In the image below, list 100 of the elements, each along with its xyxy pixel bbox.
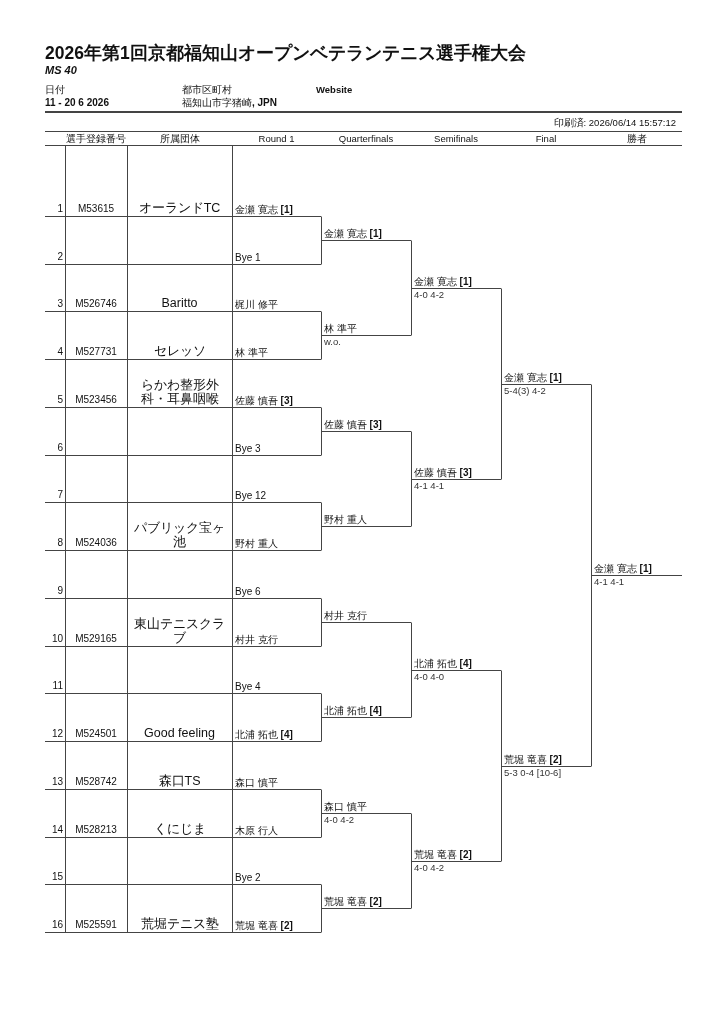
date-text: 11 - 20 6 2026: [45, 97, 109, 109]
row-number: 7: [57, 489, 63, 501]
club-name: 森口TS: [158, 774, 201, 788]
field-label: 日付: [45, 85, 65, 95]
row-number: 3: [57, 298, 63, 310]
bracket-slot: [232, 729, 321, 742]
bracket-slot: [232, 825, 321, 838]
row-number: 1: [57, 203, 63, 215]
row-number: 8: [57, 537, 63, 549]
player-name: 木原 行人: [235, 825, 278, 837]
player-name: 金瀬 寛志 [1]: [594, 563, 652, 575]
bracket-slot: [321, 896, 411, 909]
registration-number: M527731: [75, 346, 117, 358]
player-name: 北浦 拓也 [4]: [414, 658, 472, 670]
player-name: 村井 克行: [235, 634, 278, 646]
club-name: オーランドTC: [138, 201, 221, 215]
row-number: 13: [51, 776, 63, 788]
row-number: 15: [51, 871, 63, 883]
bracket-slot: [232, 920, 321, 933]
bracket-connector: [321, 526, 322, 551]
registration-number: M526746: [75, 298, 117, 310]
match-score: 4-0 4-2: [414, 862, 445, 873]
registration-number: M529165: [75, 633, 117, 645]
row-number: 14: [51, 824, 63, 836]
column-header: Final: [535, 133, 557, 144]
player-name: 金瀬 寛志 [1]: [414, 276, 472, 288]
row-number: 4: [57, 346, 63, 358]
row-number: 10: [51, 633, 63, 645]
club-name: 東山テニスクラブ: [133, 617, 226, 645]
player-name: 野村 重人: [235, 538, 278, 550]
bracket-slot: [321, 705, 411, 718]
player-name: Bye 4: [235, 681, 261, 693]
bracket-connector: [321, 431, 322, 456]
player-name: 佐藤 慎吾 [3]: [235, 395, 293, 407]
player-name: Bye 3: [235, 443, 261, 455]
player-name: 北浦 拓也 [4]: [324, 705, 382, 717]
club-name: らかわ整形外科・耳鼻咽喉: [139, 378, 220, 406]
row-number: 12: [51, 728, 63, 740]
player-name: Bye 12: [235, 490, 267, 502]
row-number: 9: [57, 585, 63, 597]
column-header: Semifinals: [434, 133, 478, 144]
match-score: 5-3 0-4 [10-6]: [504, 767, 562, 778]
player-name: 荒堀 竜喜 [2]: [235, 920, 293, 932]
player-name: 野村 重人: [324, 514, 367, 526]
player-name: 金瀬 寛志 [1]: [235, 204, 293, 216]
bracket-connector: [321, 240, 322, 265]
club-name: Good feeling: [144, 726, 215, 740]
location-text: 福知山市字猪崎, JPN: [182, 97, 277, 109]
match-score: 5-4(3) 4-2: [504, 385, 546, 396]
bracket-slot: [321, 514, 411, 527]
match-score: 4-0 4-2: [414, 289, 445, 300]
player-name: 荒堀 竜喜 [2]: [504, 754, 562, 766]
column-header: 勝者: [626, 133, 647, 144]
registration-number: M524501: [75, 728, 117, 740]
club-name: パブリック宝ヶ池: [133, 521, 226, 549]
player-name: 金瀬 寛志 [1]: [324, 228, 382, 240]
bracket-slot: [232, 634, 321, 647]
player-name: 村井 克行: [324, 610, 367, 622]
row-number: 11: [52, 680, 63, 692]
row-number: 5: [57, 394, 63, 406]
bracket-connector: [321, 622, 322, 647]
title: 2026年第1回京都福知山オープンベテランテニス選手権大会: [45, 43, 526, 63]
player-name: 佐藤 慎吾 [3]: [324, 419, 382, 431]
player-name: 林 準平: [235, 347, 268, 359]
bracket-slot: [232, 252, 321, 265]
bracket-connector: [321, 908, 322, 933]
bracket-slot: [232, 538, 321, 551]
player-name: 荒堀 竜喜 [2]: [324, 896, 382, 908]
player-name: Bye 1: [235, 252, 261, 264]
player-name: Bye 2: [235, 872, 261, 884]
print-timestamp: 印刷済: 2026/06/14 15:57:12: [553, 117, 676, 128]
bracket-slot: [232, 347, 321, 360]
club-name: 荒堀テニス塾: [140, 917, 219, 931]
player-name: 森口 慎平: [324, 801, 367, 813]
player-name: Bye 6: [235, 586, 261, 598]
club-name: Baritto: [161, 296, 198, 310]
player-name: 林 準平: [324, 323, 357, 335]
field-label: 都市区町村: [182, 85, 232, 95]
player-name: 荒堀 竜喜 [2]: [414, 849, 472, 861]
player-name: 森口 慎平: [235, 777, 278, 789]
row-number: 2: [57, 251, 63, 263]
field-label: Website: [316, 85, 353, 95]
match-score: 4-0 4-2: [324, 814, 355, 825]
match-score: 4-0 4-0: [414, 671, 445, 682]
player-name: 梶川 修平: [235, 299, 278, 311]
club-name: セレッソ: [153, 344, 206, 358]
registration-number: M528213: [75, 824, 117, 836]
player-name: 金瀬 寛志 [1]: [504, 372, 562, 384]
match-score: w.o.: [324, 336, 341, 347]
registration-number: M528742: [75, 776, 117, 788]
registration-number: M524036: [75, 537, 117, 549]
column-header: 所属団体: [159, 133, 200, 144]
bracket-connector: [321, 717, 322, 742]
match-score: 4-1 4-1: [594, 576, 625, 587]
player-name: 佐藤 慎吾 [3]: [414, 467, 472, 479]
row-number: 16: [51, 919, 63, 931]
registration-number: M525591: [75, 919, 117, 931]
row-number: 6: [57, 442, 63, 454]
column-header: Quarterfinals: [338, 133, 394, 144]
registration-number: M523456: [75, 394, 117, 406]
